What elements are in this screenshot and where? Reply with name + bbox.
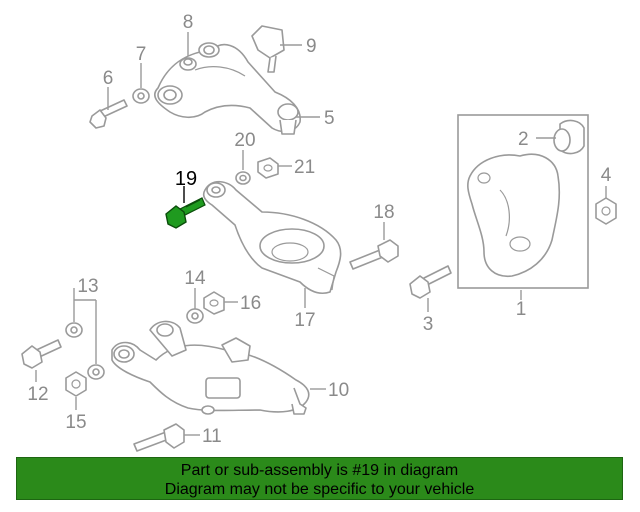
lower-control-arm-10	[111, 320, 310, 415]
bracket	[251, 25, 285, 73]
label-14: 14	[184, 268, 206, 289]
label-12: 12	[27, 384, 48, 405]
knuckle-box	[457, 114, 589, 289]
label-1: 1	[516, 299, 527, 320]
nut-21	[257, 157, 279, 179]
leader-lines	[35, 32, 607, 436]
label-4: 4	[601, 165, 612, 186]
upper-control-arm	[154, 42, 301, 135]
label-19: 19	[175, 168, 197, 190]
label-20: 20	[234, 130, 255, 151]
label-8: 8	[183, 12, 194, 33]
banner-line-1: Part or sub-assembly is #19 in diagram	[180, 462, 459, 479]
label-21: 21	[294, 157, 315, 178]
info-banner: Part or sub-assembly is #19 in diagram D…	[16, 457, 623, 500]
nut-4	[595, 197, 617, 225]
label-5: 5	[324, 108, 335, 129]
washer-20	[235, 171, 251, 185]
parts-diagram: 1 2 3 4 5 6 7 8 9 10 11 12 13 14 15 16 1…	[21, 12, 617, 452]
washer-7	[132, 88, 150, 104]
label-13: 13	[77, 276, 98, 297]
bushing-2	[553, 119, 585, 155]
label-2: 2	[518, 129, 529, 150]
nut-15	[65, 371, 87, 397]
highlighted-bolt-19	[165, 197, 206, 229]
bolt-6	[89, 99, 128, 129]
label-9: 9	[306, 36, 317, 57]
washer-13a	[65, 322, 83, 338]
label-15: 15	[65, 412, 86, 433]
label-17: 17	[294, 310, 315, 331]
banner-line-2: Diagram may not be specific to your vehi…	[164, 481, 475, 498]
washer-14	[186, 308, 204, 324]
bolt-3	[409, 265, 452, 299]
label-11: 11	[202, 426, 222, 447]
label-16: 16	[240, 293, 261, 314]
label-18: 18	[373, 202, 394, 223]
bolt-18	[349, 239, 399, 270]
label-6: 6	[103, 68, 114, 89]
bolt-11	[133, 423, 185, 452]
label-7: 7	[136, 44, 147, 65]
washer-13b	[87, 364, 105, 380]
nut-16	[203, 291, 225, 315]
bushing-8	[179, 57, 197, 71]
label-10: 10	[328, 380, 349, 401]
lower-control-arm-17	[202, 180, 342, 295]
bolt-12	[21, 339, 62, 369]
label-3: 3	[423, 314, 434, 335]
